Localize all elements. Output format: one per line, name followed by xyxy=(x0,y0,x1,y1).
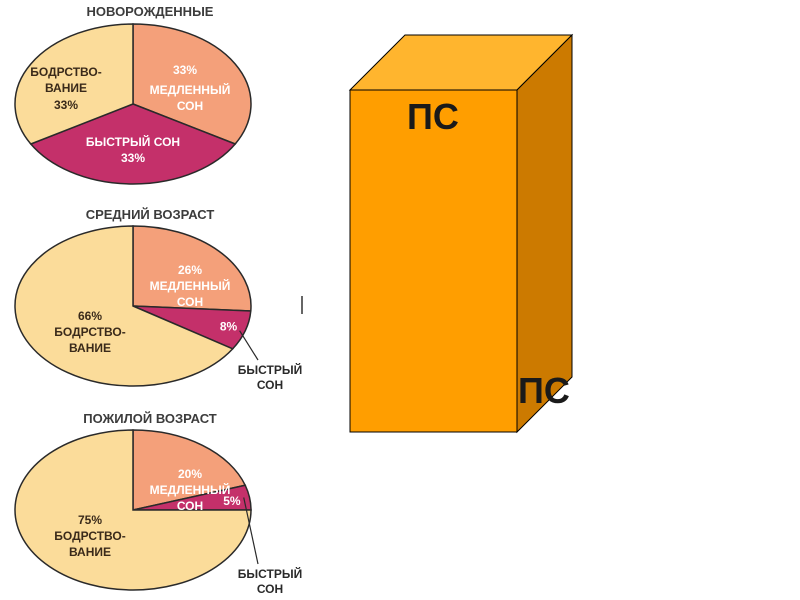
label-fast-line1: БЫСТРЫЙ xyxy=(238,362,302,377)
chart-title-middle-age: СРЕДНИЙ ВОЗРАСТ xyxy=(85,207,215,222)
label-wake-line2: ВАНИЕ xyxy=(69,545,111,559)
divider-mark xyxy=(301,296,303,314)
value-label-fast: 8% xyxy=(220,319,238,333)
leader-line-fast xyxy=(239,330,259,361)
value-label-wake: 75% xyxy=(78,513,102,527)
slice-wakefulness xyxy=(14,429,252,591)
label-wake-line2: ВАНИЕ xyxy=(69,341,111,355)
label-fast-line1: БЫСТРЫЙ xyxy=(238,566,302,581)
label-slow-line1: МЕДЛЕННЫЙ xyxy=(150,278,231,293)
label-fast: БЫСТРЫЙ СОН xyxy=(86,134,180,149)
value-label-wake: 66% xyxy=(78,309,102,323)
slice-wakefulness xyxy=(14,225,234,387)
leader-line-fast xyxy=(243,497,259,565)
3d-box xyxy=(348,33,574,434)
chart-title-elderly: ПОЖИЛОЙ ВОЗРАСТ xyxy=(83,411,217,426)
value-label-slow: 20% xyxy=(178,467,202,481)
box-side-label: ПС xyxy=(518,370,570,411)
label-wake-line2: ВАНИЕ xyxy=(45,81,87,95)
value-label-wake: 33% xyxy=(54,98,78,112)
slice-slow-sleep xyxy=(132,23,252,145)
pie-chart-newborns: 33% МЕДЛЕННЫЙ СОН БЫСТРЫЙ СОН 33% БОДРСТВО- ВА… xyxy=(14,23,252,185)
value-label-fast: 33% xyxy=(121,151,145,165)
label-slow-line2: СОН xyxy=(177,295,203,309)
label-wake-line1: БОДРСТВО- xyxy=(30,65,101,79)
value-label-slow: 26% xyxy=(178,263,202,277)
chart-title-newborns: НОВОРОЖДЕННЫЕ xyxy=(86,4,214,19)
box-front-label: ПС xyxy=(407,96,459,137)
label-wake-line1: БОДРСТВО- xyxy=(54,325,125,339)
slice-slow-sleep xyxy=(132,429,247,511)
label-slow-line2: СОН xyxy=(177,499,203,513)
value-label-slow: 33% xyxy=(173,63,197,77)
slice-wakefulness xyxy=(14,23,134,145)
box-front-face xyxy=(349,89,518,433)
slice-slow-sleep xyxy=(132,225,252,312)
label-wake-line1: БОДРСТВО- xyxy=(54,529,125,543)
label-fast-line2: СОН xyxy=(257,582,283,596)
label-slow-line1: МЕДЛЕННЫЙ xyxy=(150,482,231,497)
label-fast-line2: СОН xyxy=(257,378,283,392)
value-label-fast: 5% xyxy=(223,494,241,508)
label-slow-line1: МЕДЛЕННЫЙ xyxy=(150,82,231,97)
pie-chart-middle-age: 26%МЕДЛЕННЫЙСОН8%БЫСТРЫЙСОН66%БОДРСТВО-В… xyxy=(14,225,302,392)
label-slow-line2: СОН xyxy=(177,99,203,113)
